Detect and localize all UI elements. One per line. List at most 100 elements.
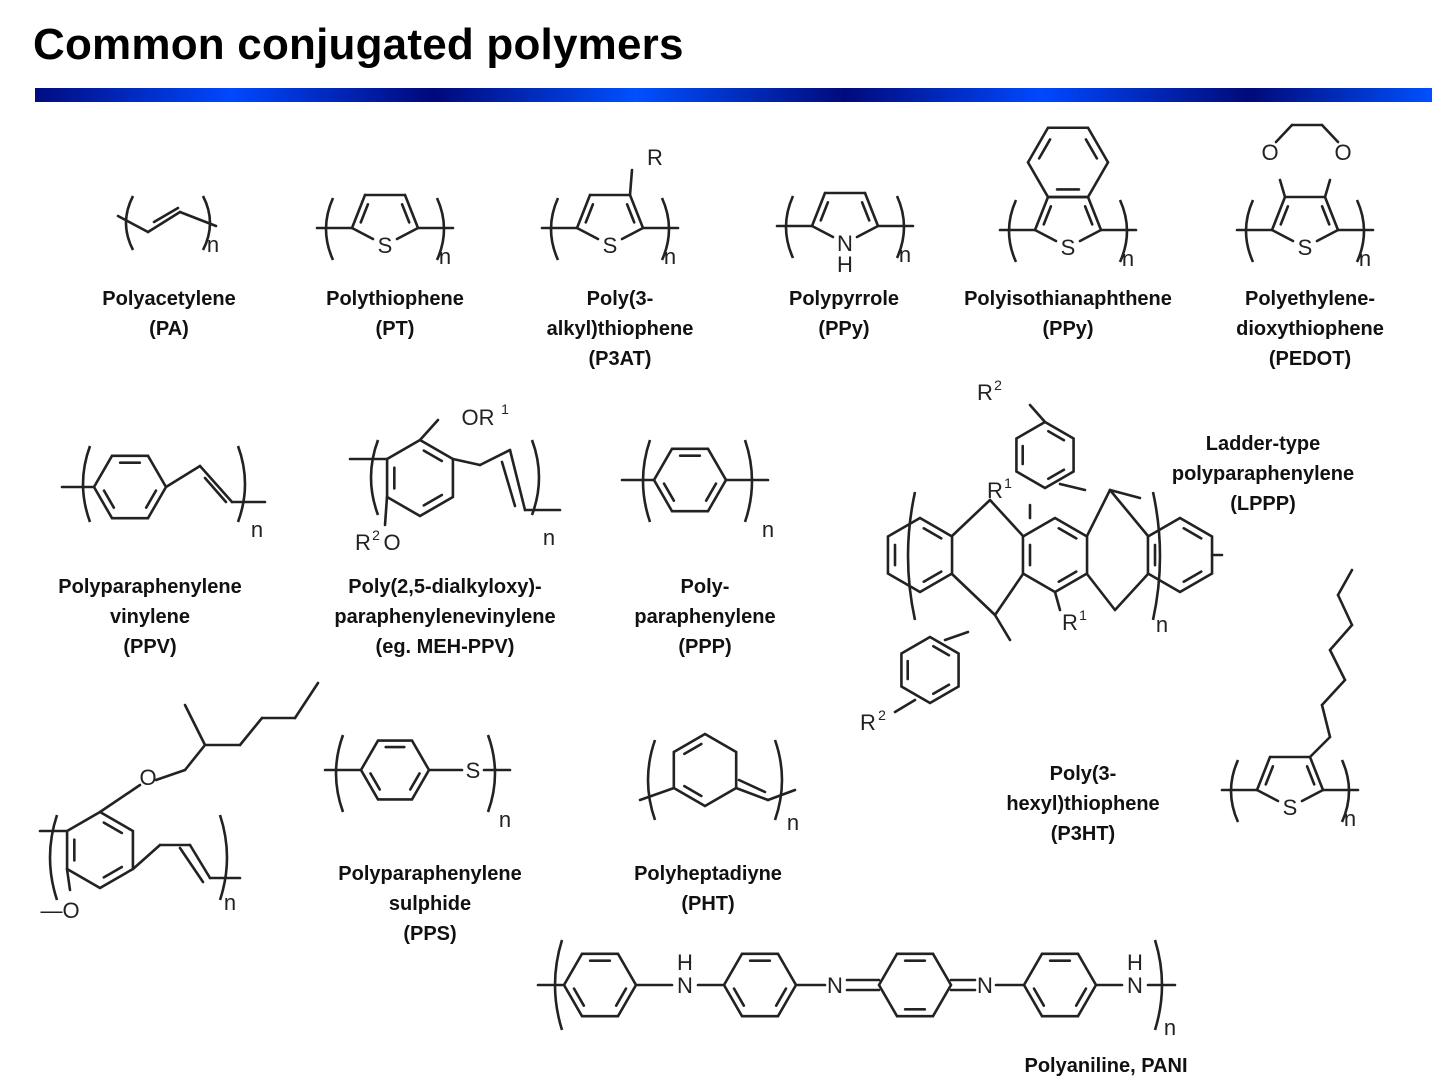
r-group: R [355,530,371,555]
bond [508,448,527,512]
bracket-open [784,195,795,259]
label-line: (PPP) [678,636,732,658]
bracket-close [1153,939,1164,1031]
bond [1084,138,1099,160]
label-polyacetylene: Polyacetylene (PA) [102,284,235,344]
bracket-close [1151,491,1162,621]
bond [146,210,182,234]
bracket-close [486,734,497,813]
bond [734,786,770,802]
bond [1320,123,1340,144]
bond [1057,527,1078,540]
bond [1086,195,1103,232]
label-line: (PPV) [123,636,177,658]
bond [575,193,592,230]
bond [1320,703,1332,739]
label-line: polyparaphenylene [1171,463,1355,485]
benzene-ring [385,438,455,518]
bond [144,489,158,509]
bond [1323,178,1332,199]
label-line: Poly(3- [1049,763,1117,785]
label-line: (PPy) [1042,318,1094,340]
bond [1308,735,1332,759]
nitrogen-atom: N [827,973,843,998]
bracket-open [553,939,564,1031]
oxygen-atom: O [1261,140,1278,165]
benzene-ring [1021,516,1089,594]
r-group: R [1062,610,1078,635]
bond [575,226,600,241]
bond [810,191,827,228]
repeat-unit-n: n [543,525,555,550]
bracket-close [1355,199,1366,263]
bond [922,570,943,583]
bond [628,193,645,230]
benzene-ring [562,952,638,1018]
benzene-ring [877,952,953,1018]
bond [932,644,951,657]
bond [350,193,367,230]
bond [893,698,917,714]
bond [1057,570,1078,583]
bond [188,843,212,880]
bond [620,226,645,241]
label-line: vinylene [109,606,191,628]
bond [102,489,116,509]
or-group: OR [462,405,495,430]
bond [422,493,444,507]
label-line: (PT) [375,318,415,340]
label-line: hexyl)thiophene [1006,793,1160,815]
repeat-unit-n: n [1359,246,1371,271]
bond [662,482,676,502]
hydrogen-atom: H [1127,950,1143,975]
bond [1336,568,1354,597]
bracket-open [324,197,335,261]
bracket-close [218,814,229,901]
bracket-open [369,439,380,516]
bond [1113,572,1150,612]
bond [1083,205,1094,226]
bond [683,742,703,756]
bond [65,867,72,892]
bond [408,772,421,791]
label-line: Polyisothianaphthene [964,288,1172,310]
superscript: 1 [1004,475,1012,491]
bond [950,498,992,538]
nitrogen-atom: N [977,973,993,998]
repeat-unit-n: n [1122,246,1134,271]
nitrogen-atom: N [837,231,853,256]
bond [1320,205,1331,226]
bond [1047,429,1066,442]
bond [683,784,703,798]
bond [855,224,880,239]
sulfur-atom: S [603,233,618,258]
bond [183,703,207,747]
bond [1255,788,1280,803]
label-line: Polypyrrole [788,288,900,310]
bond [1270,195,1287,232]
bond [383,495,389,527]
bond [198,464,234,504]
superscript: 1 [501,401,509,417]
sulfur-atom: S [1298,235,1313,260]
label-line: dioxythiophene [1236,318,1384,340]
bond [1270,228,1295,243]
bond [1053,590,1062,612]
label-pps: Polyparaphenylene sulphide (PPS) [338,859,521,949]
bracket-close [660,197,671,261]
bracket-close [773,739,784,821]
bond [1320,678,1347,707]
label-p3at: Poly(3- alkyl)thiophene (P3AT) [547,284,694,374]
bond [572,987,586,1007]
bond [950,572,997,617]
label-pedot: Polyethylene- dioxythiophene (PEDOT) [1236,284,1384,374]
benzene-ring [652,447,728,513]
bond [1279,205,1290,226]
repeat-unit-n: n [251,517,263,542]
bracket-open [81,445,92,523]
bond [1264,765,1275,786]
bond [131,843,162,871]
bond [116,214,150,234]
label-line: (PPS) [403,923,457,945]
benzene-ring [1015,420,1075,490]
